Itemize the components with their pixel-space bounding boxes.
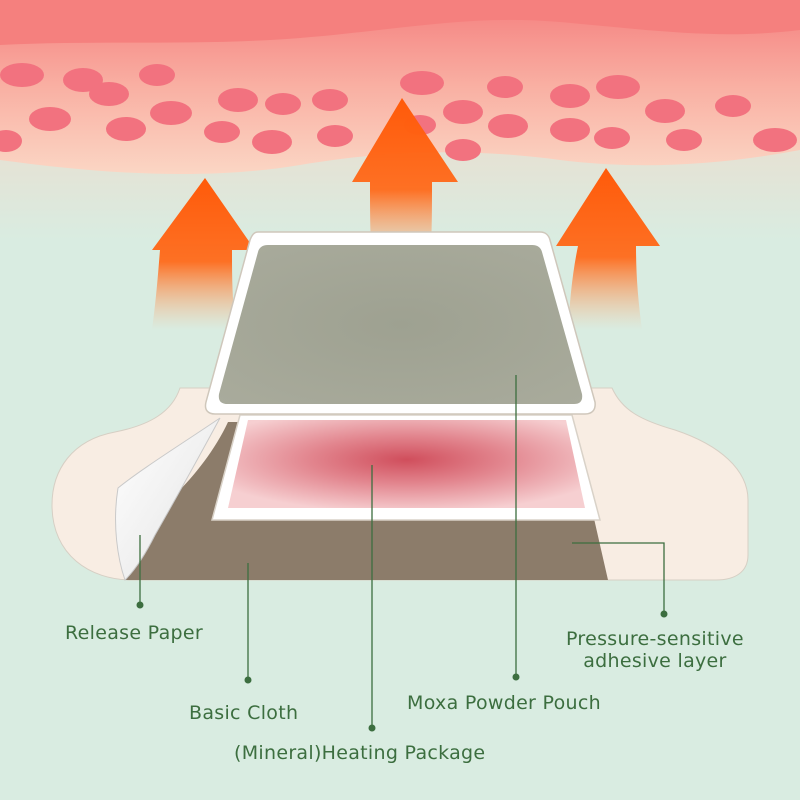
heat-arrows [152,98,660,330]
heat-arrow-center [352,98,458,265]
label-release-paper: Release Paper [65,622,203,644]
label-heating-package: (Mineral)Heating Package [234,742,486,764]
heat-arrow-left [152,178,255,330]
skin-cells [0,63,797,161]
label-adhesive-line2: adhesive layer [583,650,727,672]
release-paper-peel [115,417,221,581]
moxa-pouch [204,231,596,415]
label-adhesive-layer: Pressure-sensitive adhesive layer [566,628,744,672]
skin-layer [0,0,800,240]
label-basic-cloth: Basic Cloth [189,702,299,724]
heat-arrow-right [556,168,660,330]
label-moxa-pouch: Moxa Powder Pouch [407,692,601,714]
label-adhesive-line1: Pressure-sensitive [566,628,744,650]
heating-package [211,414,601,521]
leader-lines [136,375,668,732]
